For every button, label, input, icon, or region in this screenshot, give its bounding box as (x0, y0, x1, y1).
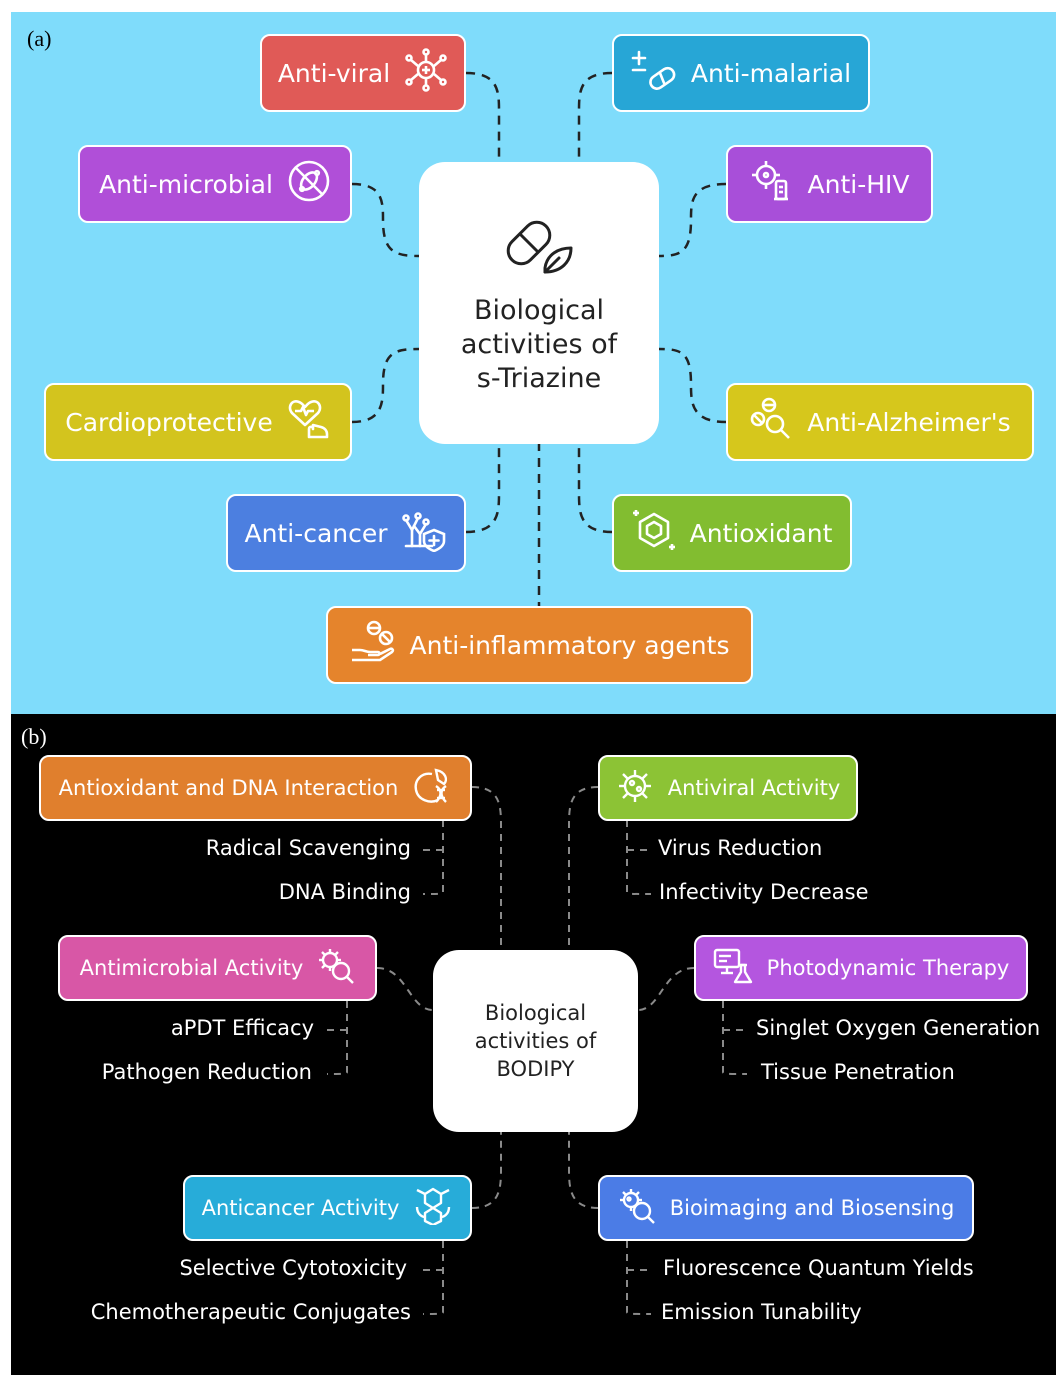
node-label: Cardioprotective (65, 407, 273, 437)
cell-shield-icon (401, 508, 448, 558)
sub-radical-scavenging: Radical Scavenging (205, 836, 411, 860)
link-antimalarial (577, 71, 613, 162)
node-anticancer-activity[interactable]: Anticancer Activity (183, 1175, 472, 1241)
virus-icon (404, 48, 448, 98)
link-antioxidant (577, 442, 613, 534)
dna-leaf-icon (412, 766, 452, 811)
node-antioxidant[interactable]: Antioxidant (612, 494, 852, 572)
sub-virus-reduction: Virus Reduction (658, 836, 823, 860)
node-bioimaging-biosensing[interactable]: Bioimaging and Biosensing (598, 1175, 974, 1241)
node-anti-hiv[interactable]: Anti-HIV (726, 145, 933, 223)
link-antialzheimers (658, 347, 727, 424)
bacteria-icon (287, 159, 331, 209)
sub-singlet-oxygen: Singlet Oxygen Generation (756, 1016, 1041, 1040)
node-label: Photodynamic Therapy (766, 956, 1010, 980)
node-label: Anti-Alzheimer's (807, 407, 1011, 437)
heart-hand-icon (287, 397, 331, 447)
node-anti-alzheimers[interactable]: Anti-Alzheimer's (726, 383, 1034, 461)
sub-pathogen-reduction: Pathogen Reduction (101, 1060, 312, 1084)
node-label: Antioxidant (689, 518, 833, 548)
center-box-bodipy: Biological activities of BODIPY (433, 950, 638, 1132)
plus-minus-pill-icon (631, 48, 677, 98)
node-photodynamic-therapy[interactable]: Photodynamic Therapy (694, 935, 1028, 1001)
link-antioxdna (471, 786, 502, 950)
pills-search-icon (749, 397, 793, 447)
panel-b-label: (b) (21, 724, 47, 749)
panel-a-label: (a) (27, 26, 52, 51)
link-cardioprotective (351, 347, 420, 424)
node-anti-microbial[interactable]: Anti-microbial (78, 145, 352, 223)
node-label: Anti-cancer (244, 518, 388, 548)
node-label: Anti-microbial (99, 169, 273, 199)
sub-dna-binding: DNA Binding (278, 880, 411, 904)
sub-selective-cytotoxicity: Selective Cytotoxicity (179, 1256, 407, 1280)
link-antimicrobial (351, 182, 420, 258)
node-label: Bioimaging and Biosensing (669, 1196, 955, 1220)
virus-search-icon (618, 1187, 656, 1230)
link-antiviral (465, 71, 501, 162)
link-antimicrobial (376, 967, 434, 1011)
node-cardioprotective[interactable]: Cardioprotective (44, 383, 352, 461)
molecule-sparkle-icon (632, 508, 676, 558)
virus-test-icon (750, 159, 794, 209)
node-antimicrobial-activity[interactable]: Antimicrobial Activity (58, 935, 377, 1001)
molecule-hand-icon (413, 1187, 453, 1230)
panel-b: (b) Biological activities of BODIPY Anti… (11, 714, 1056, 1375)
node-anti-viral[interactable]: Anti-viral (260, 34, 466, 112)
sub-infectivity-decrease: Infectivity Decrease (659, 880, 869, 904)
link-antihiv (658, 182, 727, 258)
center-box-s-triazine: Biological activities of s-Triazine (419, 162, 659, 444)
node-label: Anti-malarial (690, 58, 852, 88)
link-photodynamic (637, 967, 695, 1011)
node-label: Anticancer Activity (201, 1196, 400, 1220)
sub-fluorescence-quantum-yields: Fluorescence Quantum Yields (663, 1256, 974, 1280)
hand-pills-icon (350, 620, 396, 670)
link-anticancer (465, 442, 501, 534)
monitor-flask-icon (713, 947, 753, 990)
node-label: Anti-viral (277, 58, 391, 88)
node-anti-cancer[interactable]: Anti-cancer (226, 494, 466, 572)
center-title: Biological activities of BODIPY (474, 1001, 597, 1081)
bacteria-search-icon (317, 947, 355, 990)
link-anticancer (471, 1132, 502, 1209)
node-anti-malarial[interactable]: Anti-malarial (612, 34, 870, 112)
node-label: Antimicrobial Activity (79, 956, 304, 980)
node-label: Anti-HIV (807, 169, 910, 199)
center-title: Biological activities of s-Triazine (460, 295, 618, 394)
link-bioimaging (568, 1132, 599, 1209)
panel-a: (a) Biological activities of s-Triazine (11, 12, 1056, 714)
node-label: Anti-inflammatory agents (409, 630, 730, 660)
sub-emission-tunability: Emission Tunability (661, 1300, 862, 1324)
sub-chemotherapeutic-conjugates: Chemotherapeutic Conjugates (90, 1300, 411, 1324)
link-antiviral (568, 786, 599, 950)
node-label: Antiviral Activity (667, 776, 841, 800)
node-antiviral-activity[interactable]: Antiviral Activity (598, 755, 858, 821)
sub-tissue-penetration: Tissue Penetration (761, 1060, 955, 1084)
virus-icon (616, 767, 654, 810)
capsule-leaf-icon (499, 210, 579, 288)
node-antioxidant-dna[interactable]: Antioxidant and DNA Interaction (39, 755, 472, 821)
node-anti-inflammatory[interactable]: Anti-inflammatory agents (326, 606, 753, 684)
sub-apdt-efficacy: aPDT Efficacy (170, 1016, 314, 1040)
node-label: Antioxidant and DNA Interaction (58, 776, 399, 800)
